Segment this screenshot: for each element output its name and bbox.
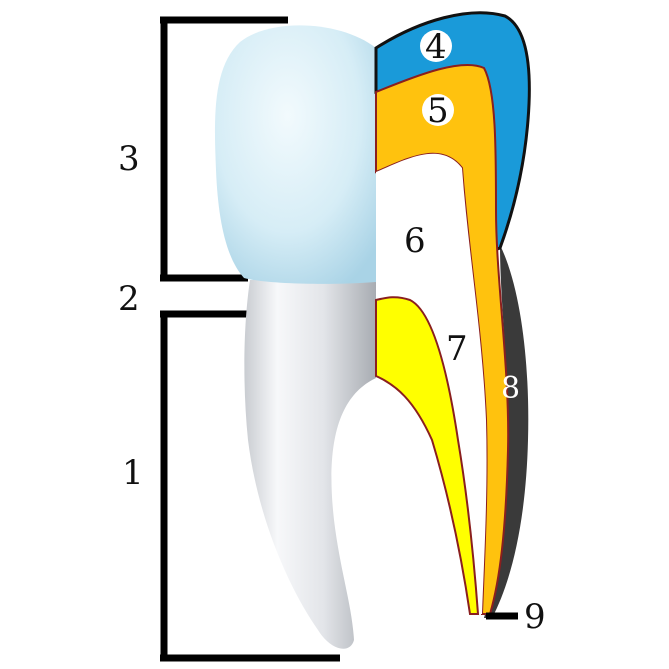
label-7: 7	[446, 329, 468, 369]
label-2: 2	[118, 279, 140, 319]
label-8: 8	[501, 371, 520, 406]
label-4-background	[420, 30, 452, 62]
label-1: 1	[122, 453, 144, 493]
dentin-layer	[375, 63, 510, 615]
cementum-layer	[375, 296, 480, 615]
tooth-root-exterior	[244, 280, 376, 649]
label-4: 4	[425, 27, 447, 67]
tooth-crown-exterior	[214, 25, 376, 284]
label-3: 3	[118, 139, 140, 179]
label-5-background	[422, 94, 454, 126]
periodontal-layer	[484, 245, 529, 618]
label-9: 9	[524, 597, 546, 637]
pulp-chamber	[376, 153, 487, 614]
label-6: 6	[404, 221, 426, 261]
bracket-lines	[160, 16, 340, 662]
label-5: 5	[427, 91, 449, 131]
